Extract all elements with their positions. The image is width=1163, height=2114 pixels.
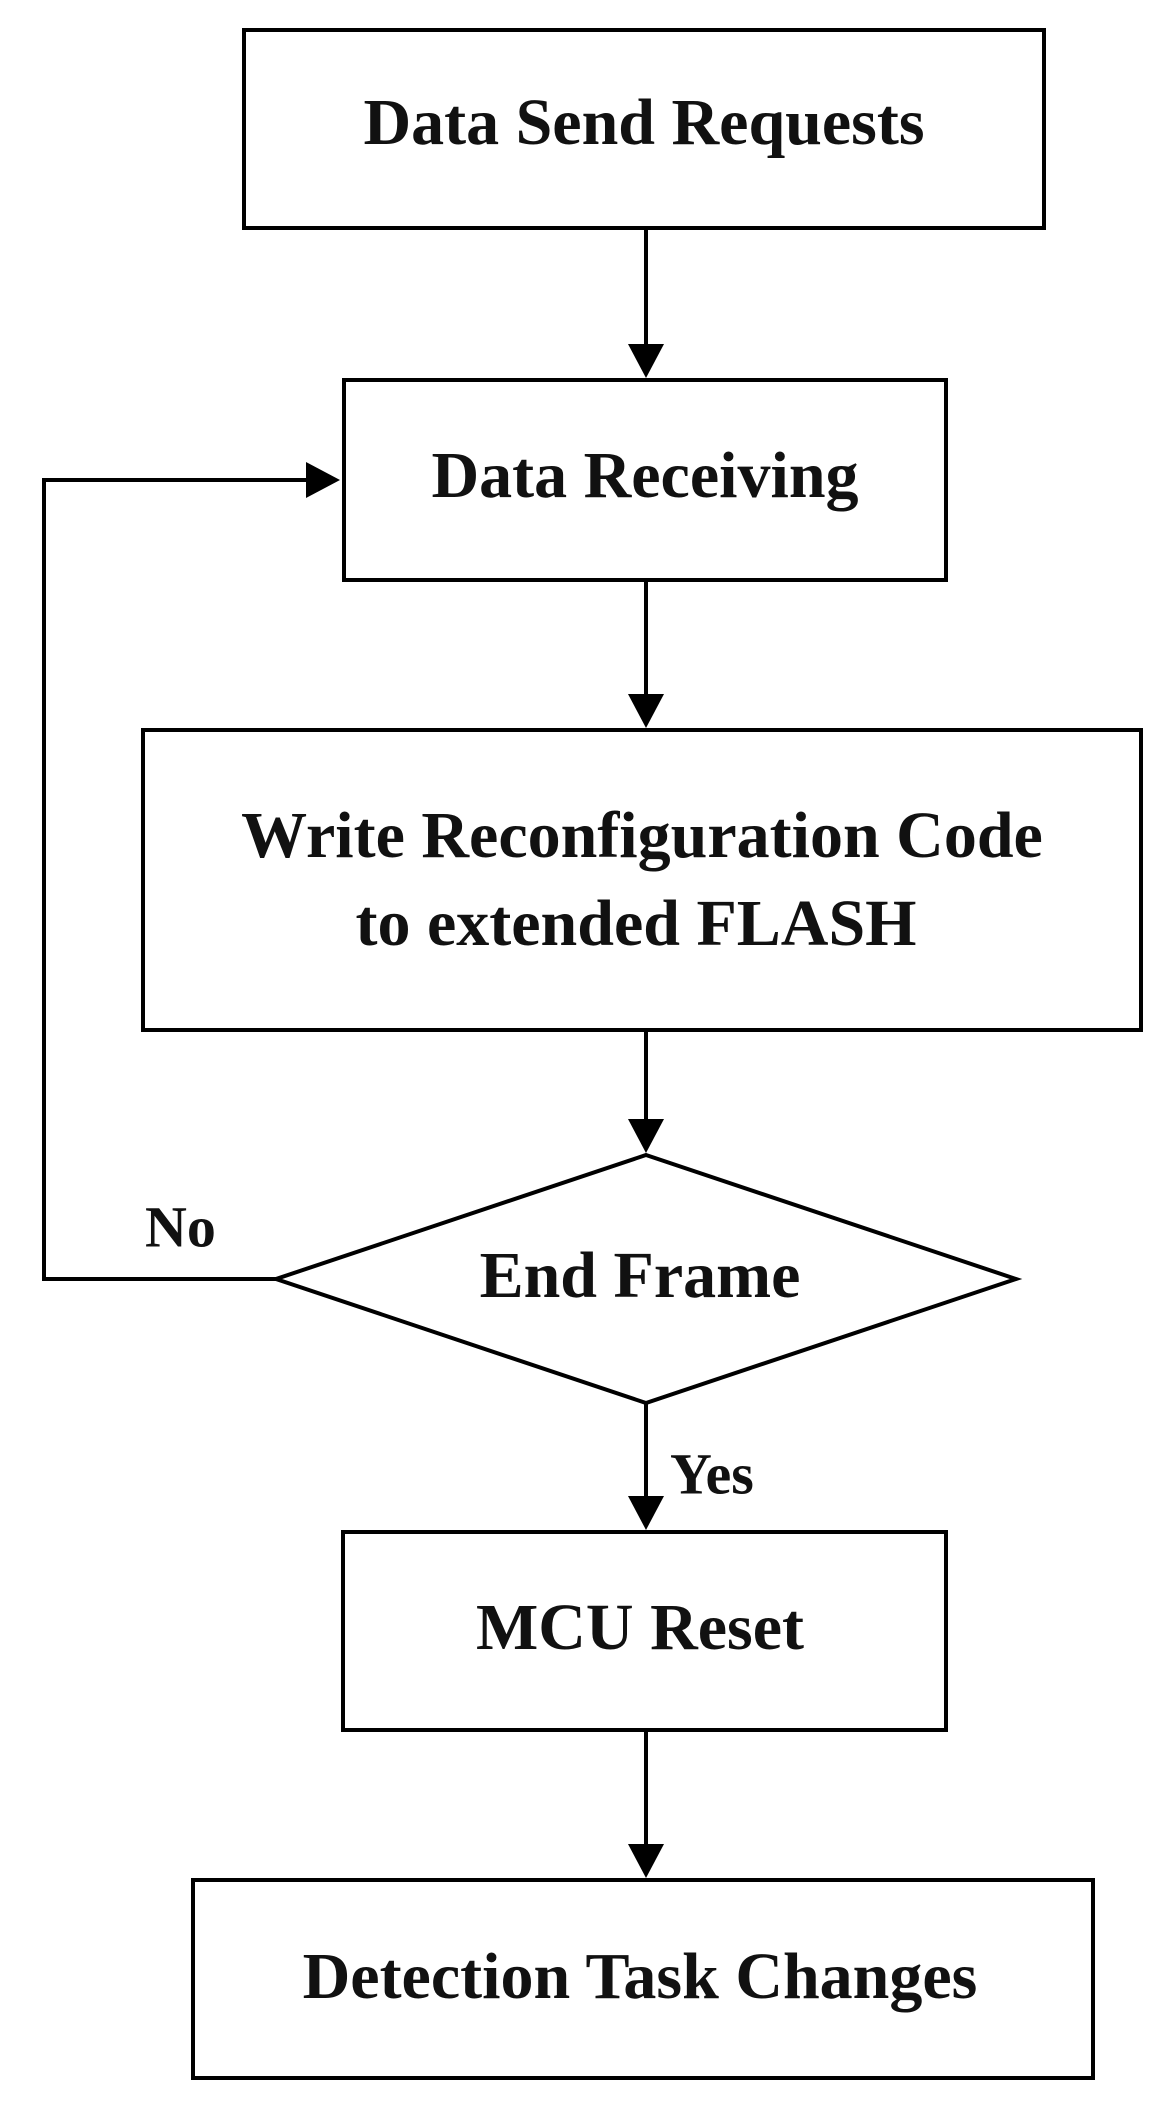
edge-reset-to-detection	[628, 1730, 664, 1878]
node-data-send-requests-box	[242, 28, 1046, 230]
arrow-right-icon	[306, 462, 340, 498]
node-write-reconfiguration-line1: Write Reconfiguration Code	[241, 799, 1043, 872]
arrow-down-icon	[628, 1496, 664, 1530]
node-end-frame-label: End Frame	[480, 1239, 801, 1312]
edge-receiving-to-write	[628, 580, 664, 728]
node-data-send-requests-label: Data Send Requests	[363, 86, 924, 159]
node-detection-task-changes: Detection Task Changes	[191, 1878, 1095, 2080]
arrow-down-icon	[628, 344, 664, 378]
edge-no-label: No	[145, 1194, 216, 1259]
arrow-down-icon	[628, 1844, 664, 1878]
node-data-send-requests: Data Send Requests	[242, 28, 1046, 230]
edge-no-loop: No	[42, 462, 340, 1281]
edge-yes: Yes	[628, 1403, 754, 1530]
edge-yes-label: Yes	[670, 1441, 754, 1506]
node-end-frame: End Frame	[269, 1152, 1023, 1406]
node-detection-task-changes-box	[191, 1878, 1095, 2080]
node-data-receiving-label: Data Receiving	[431, 439, 858, 512]
arrow-down-icon	[628, 1119, 664, 1153]
node-data-receiving-box	[342, 378, 948, 582]
node-write-reconfiguration-box	[141, 728, 1143, 1032]
node-mcu-reset-label: MCU Reset	[476, 1591, 804, 1664]
edge-write-to-endframe	[628, 1030, 664, 1153]
arrow-down-icon	[628, 694, 664, 728]
node-data-receiving: Data Receiving	[342, 378, 948, 582]
node-mcu-reset: MCU Reset	[341, 1530, 948, 1732]
node-detection-task-changes-label: Detection Task Changes	[303, 1940, 978, 2013]
node-write-reconfiguration: Write Reconfiguration Code to extended F…	[141, 728, 1143, 1032]
edge-send-to-receiving	[628, 228, 664, 378]
node-write-reconfiguration-line2: to extended FLASH	[356, 887, 917, 960]
